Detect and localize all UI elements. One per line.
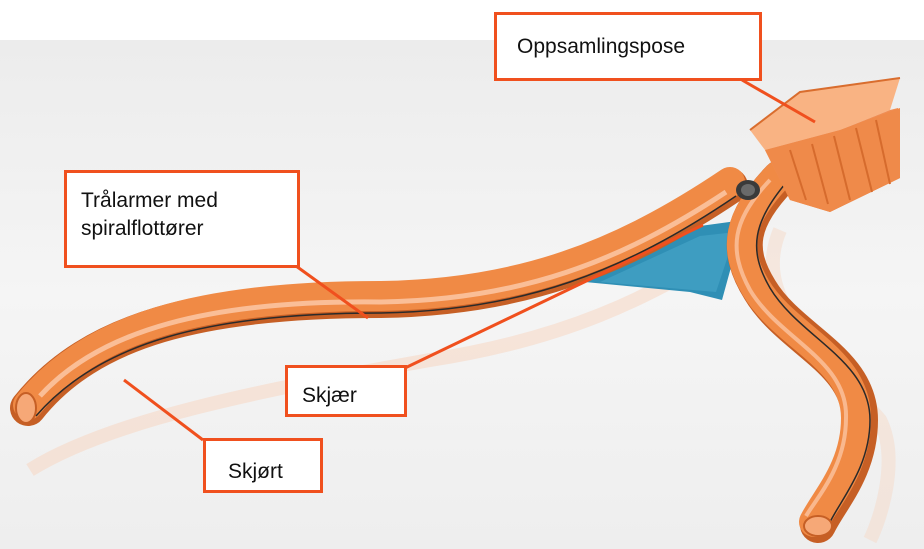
trawl-arms-label-line2: spiralflottører — [81, 215, 285, 243]
collection-bag-label: Oppsamlingspose — [517, 33, 747, 61]
skirt-callout: Skjørt — [203, 438, 323, 493]
top-margin — [0, 0, 924, 40]
right-arm-end — [804, 516, 832, 536]
skirt-label: Skjørt — [228, 458, 308, 486]
connector-pipe-inner — [741, 184, 755, 196]
trawl-arms-callout: Trålarmer med spiralflottører — [64, 170, 300, 268]
trawl-arms-label-line1: Trålarmer med — [81, 187, 285, 215]
collection-bag-callout: Oppsamlingspose — [494, 12, 762, 81]
cutter-callout: Skjær — [285, 365, 407, 417]
left-arm-end — [16, 393, 36, 423]
cutter-label: Skjær — [302, 382, 392, 410]
